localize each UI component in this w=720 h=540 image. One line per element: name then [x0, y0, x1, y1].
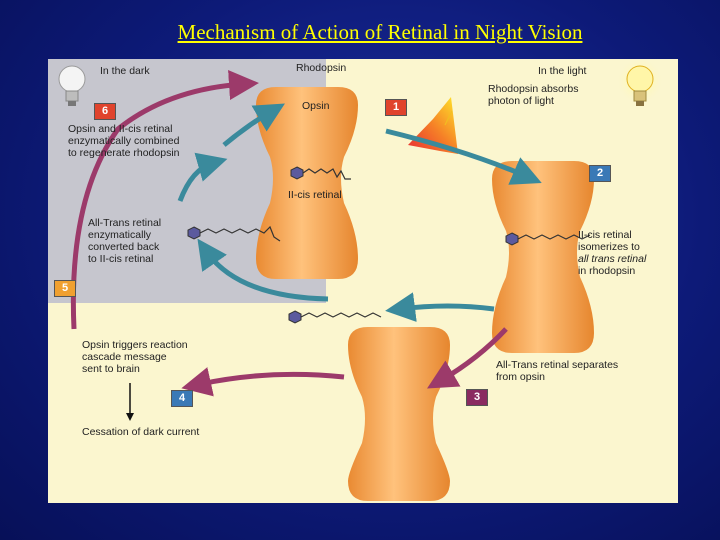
label-step4: Opsin triggers reaction cascade message … [82, 339, 188, 375]
protein-isomerized [492, 161, 594, 353]
arrow-step5-to-6 [177, 152, 228, 202]
diagram-panel: In the dark In the light Rhodopsin Opsin… [48, 59, 678, 503]
retinal-molecule-icon [288, 310, 382, 324]
protein-opsin-separated [348, 327, 450, 501]
label-rhodopsin: Rhodopsin [296, 62, 347, 74]
diagram-graphics [58, 59, 662, 501]
step-badge-5: 5 [54, 280, 76, 297]
arrow-step3-loop [427, 327, 508, 389]
label-step6: Opsin and II-cis retinal enzymatically c… [68, 123, 180, 159]
label-cis-retinal: II-cis retinal [288, 189, 342, 201]
step-badge-6: 6 [94, 103, 116, 120]
label-opsin: Opsin [302, 100, 330, 112]
slide-title: Mechanism of Action of Retinal in Night … [177, 20, 583, 44]
retinal-molecule-icon [505, 232, 591, 246]
light-bulb-on-icon [618, 59, 662, 106]
arrow-opsin-to-step4 [181, 367, 345, 397]
label-cessation: Cessation of dark current [82, 426, 200, 438]
step-badge-1: 1 [385, 99, 407, 116]
label-step5: All-Trans retinal enzymatically converte… [88, 217, 162, 265]
retinal-molecule-icon [187, 225, 281, 242]
label-rhodopsin-absorbs: Rhodopsin absorbs photon of light [488, 83, 579, 107]
retinal-molecule-icon [290, 166, 351, 180]
step-badge-4: 4 [171, 390, 193, 407]
step-badge-3: 3 [466, 389, 488, 406]
label-step2: II-cis retinal isomerizes to all trans r… [578, 229, 647, 277]
arrow-outer-cycle [70, 70, 259, 330]
arrow-step6-to-1 [222, 103, 285, 147]
protein-rhodopsin [256, 87, 358, 279]
arrow-step1-to-2 [385, 128, 542, 185]
step-badge-2: 2 [589, 165, 611, 182]
label-in-the-dark: In the dark [100, 65, 150, 77]
label-step3: All-Trans retinal separates from opsin [496, 359, 619, 383]
label-in-the-light: In the light [538, 65, 587, 77]
arrow-step2-to-3 [385, 292, 495, 323]
arrow-step3-to-5 [197, 238, 329, 302]
light-bulb-off-icon [58, 65, 86, 106]
